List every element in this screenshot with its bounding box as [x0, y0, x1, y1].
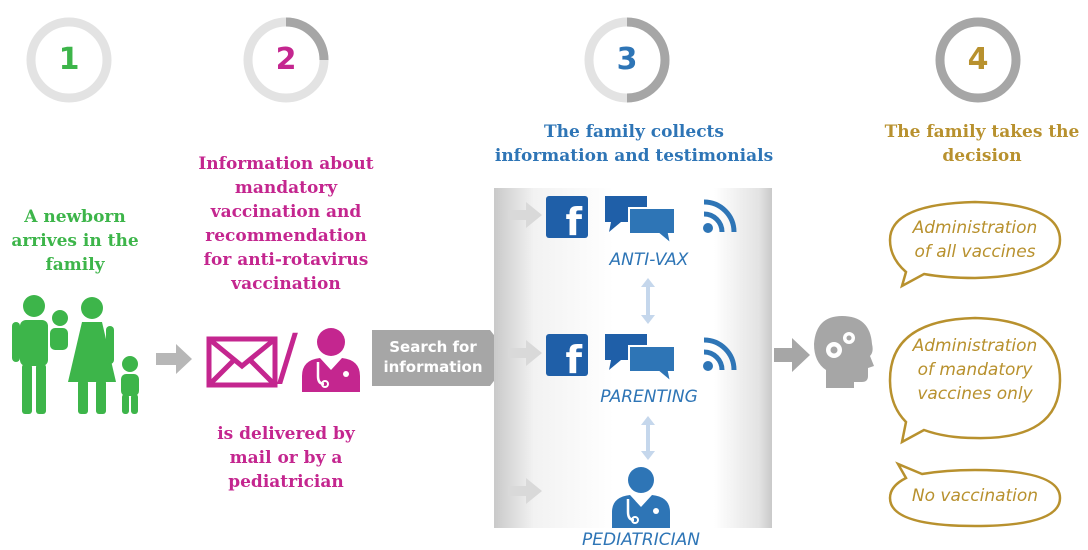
stage-2-line: recommendation — [205, 226, 367, 246]
step-4-number: 4 — [967, 42, 989, 77]
search-for-information-label: Search for information — [373, 337, 493, 377]
stage-3-heading-line: information and testimonials — [494, 146, 774, 166]
arrow-right-icon — [774, 338, 810, 372]
stage-1-text: A newborn arrives in the family — [0, 205, 150, 277]
double-arrow-icon — [641, 416, 655, 460]
facebook-glyph: f — [565, 200, 582, 244]
stage-3-heading-line: The family collects — [544, 122, 724, 142]
ring-icon — [584, 17, 670, 103]
arrow-right-icon — [508, 202, 542, 228]
stage-2-line: vaccination — [231, 274, 341, 294]
facebook-icon: f — [546, 196, 588, 244]
search-line: information — [383, 358, 483, 376]
ring-icon — [935, 17, 1021, 103]
stage-2-line: pediatrician — [228, 472, 344, 492]
option-line: Administration — [912, 218, 1038, 238]
option-line: Administration — [912, 336, 1038, 356]
option-mandatory-only: Administration of mandatory vaccines onl… — [896, 334, 1054, 406]
double-arrow-icon — [641, 278, 655, 324]
family-icon — [12, 295, 139, 414]
chat-icon — [605, 334, 676, 382]
stage-2-line: vaccination and — [210, 202, 362, 222]
doctor-icon — [302, 328, 360, 392]
stage-2-line: is delivered by — [217, 424, 355, 444]
stage-2-line: mail or by a — [229, 448, 343, 468]
source-label-anti-vax: ANTI-VAX — [609, 250, 689, 270]
ring-icon — [243, 17, 329, 103]
option-line: No vaccination — [911, 486, 1039, 506]
search-arrow-shape — [372, 330, 512, 386]
option-line: of mandatory — [917, 360, 1033, 380]
step-1-progress-ring — [24, 15, 114, 105]
stage-1-line: arrives in the — [11, 231, 139, 251]
arrow-right-icon — [508, 340, 542, 366]
step-2-progress-ring — [241, 15, 331, 105]
stage-3-heading: The family collects information and test… — [474, 120, 794, 168]
option-line: of all vaccines — [914, 242, 1036, 262]
stage-2-line: for anti-rotavirus — [203, 250, 369, 270]
speech-bubble-shape — [888, 200, 1062, 289]
arrow-right-icon — [508, 478, 542, 504]
search-line: Search for — [389, 338, 477, 356]
speech-bubble-shape — [888, 316, 1062, 445]
step-4-progress-ring — [933, 15, 1023, 105]
facebook-icon: f — [546, 334, 588, 382]
stage-2-line: mandatory — [234, 178, 338, 198]
arrow-right-icon — [156, 344, 192, 374]
option-line: vaccines only — [917, 384, 1033, 404]
step-3-number: 3 — [616, 42, 638, 77]
rss-icon — [703, 199, 737, 233]
facebook-glyph: f — [565, 338, 582, 382]
stage-2-info-text: Information about mandatory vaccination … — [176, 152, 396, 296]
option-all-vaccines: Administration of all vaccines — [896, 216, 1054, 264]
step-1-number: 1 — [58, 42, 80, 77]
speech-bubble-shape — [888, 461, 1062, 528]
pediatrician-icon — [612, 467, 670, 528]
separator-slash: / — [277, 320, 298, 393]
stage-1-line: A newborn — [24, 207, 126, 227]
stage-2-delivery-text: is delivered by mail or by a pediatricia… — [176, 422, 396, 494]
stage-4-heading-line: decision — [942, 146, 1022, 166]
stage-4-heading-line: The family takes the — [884, 122, 1080, 142]
stage-1-line: family — [45, 255, 105, 275]
chat-icon — [605, 196, 676, 244]
step-2-number: 2 — [275, 42, 297, 77]
ring-icon — [26, 17, 112, 103]
step-3-progress-ring — [582, 15, 672, 105]
stage-2-line: Information about — [198, 154, 374, 174]
source-label-pediatrician: PEDIATRICIAN — [582, 530, 700, 550]
source-label-parenting: PARENTING — [600, 387, 698, 407]
rss-icon — [703, 337, 737, 371]
envelope-icon — [206, 336, 278, 388]
option-no-vaccination: No vaccination — [896, 484, 1054, 508]
thinking-head-icon — [814, 316, 874, 388]
stage-4-heading: The family takes the decision — [876, 120, 1088, 168]
